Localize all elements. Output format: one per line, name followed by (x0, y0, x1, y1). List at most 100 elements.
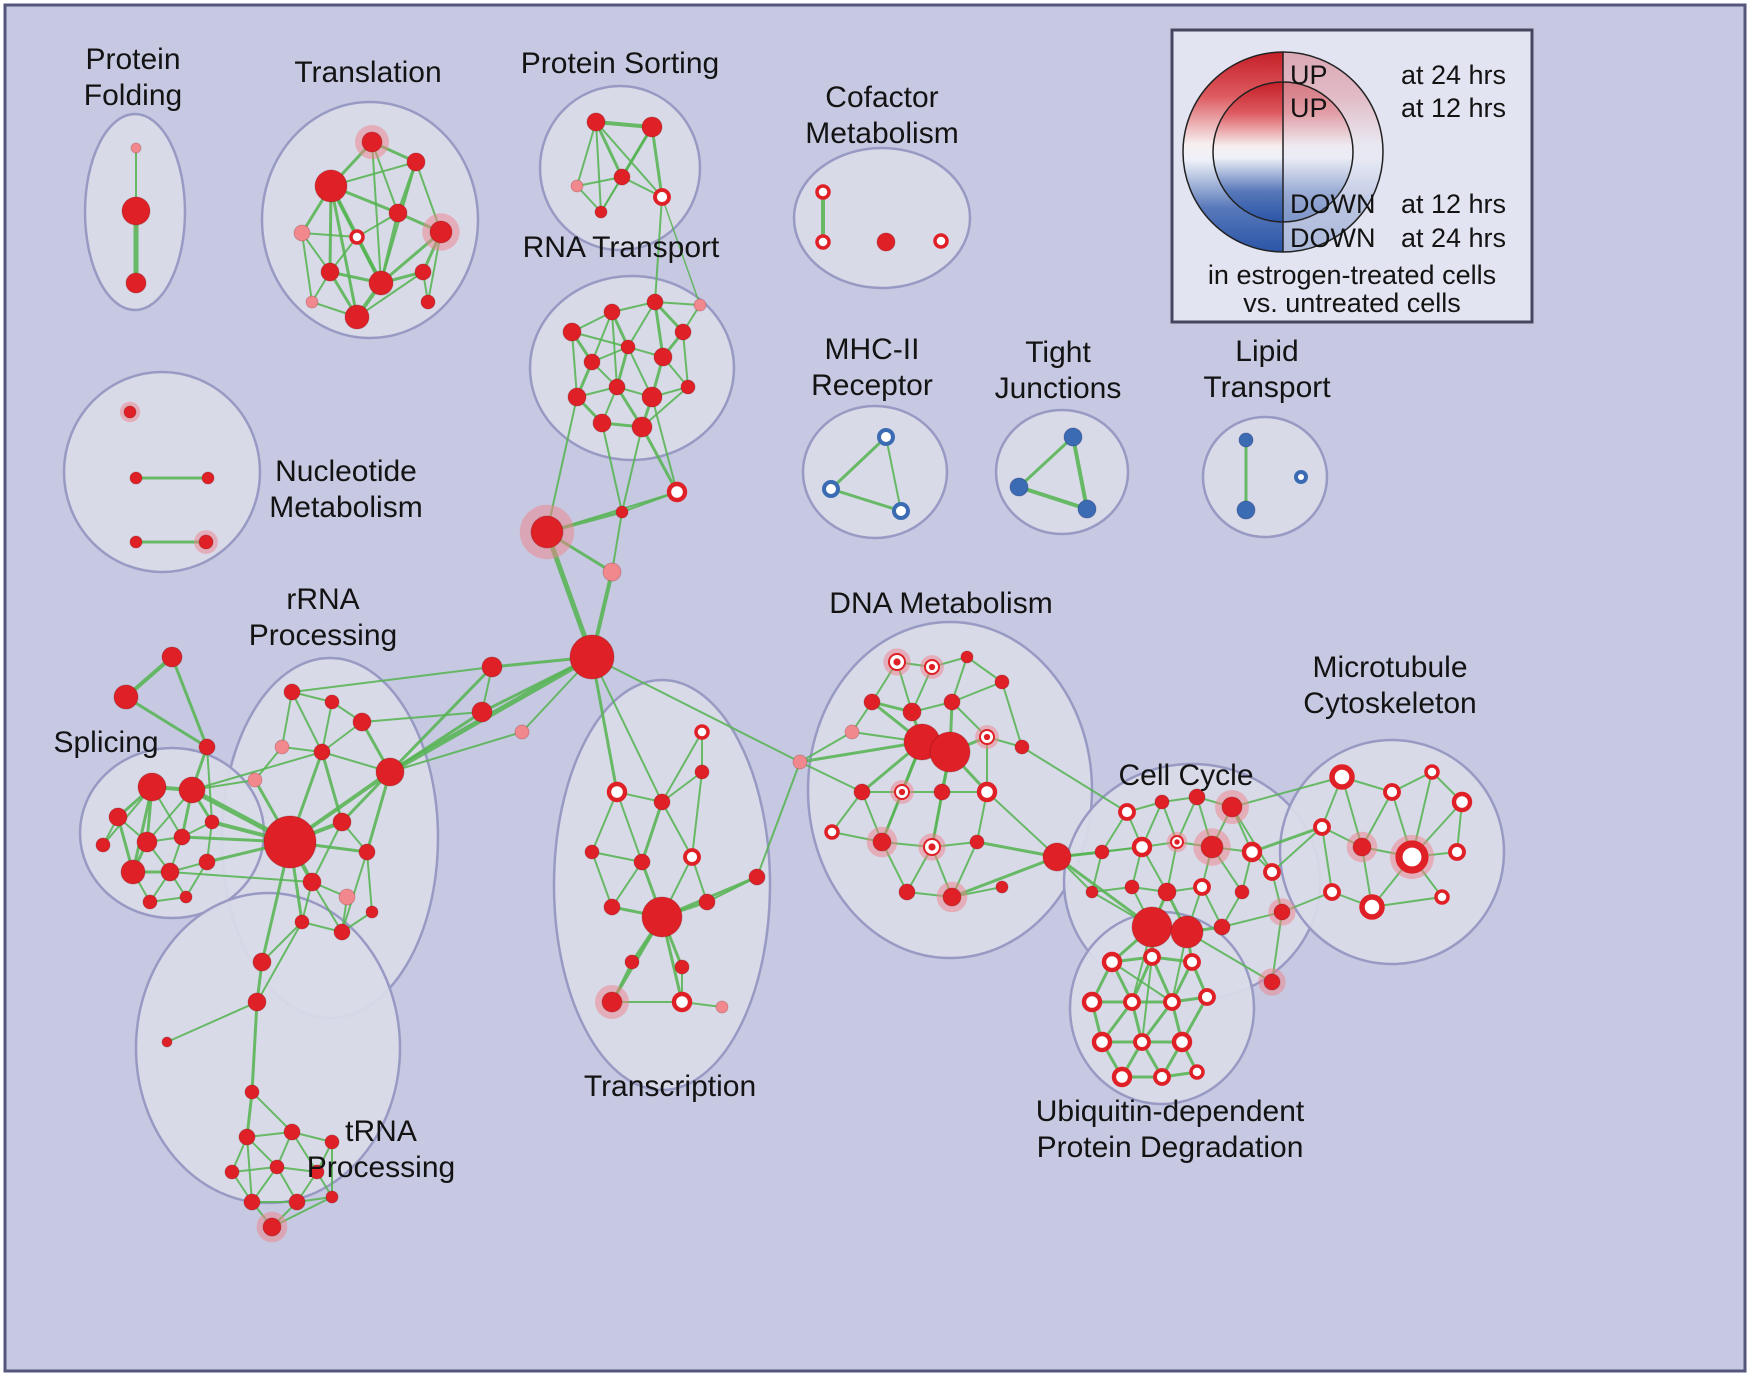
node-tl4 (293, 224, 311, 242)
node-tn13 (256, 1211, 288, 1243)
edge-tx2-tx5 (640, 800, 664, 864)
legend-up-24-word: UP (1290, 60, 1328, 90)
node-rt6 (620, 339, 636, 355)
node-cm2 (815, 234, 831, 250)
node-st1 (161, 646, 183, 668)
node-sp7 (120, 859, 146, 885)
node-cc13 (1193, 878, 1211, 896)
node-lt2 (1236, 500, 1256, 520)
node-cc15 (1131, 906, 1173, 948)
edge-mid1-rr1 (291, 666, 493, 693)
node-cc19 (1268, 898, 1296, 926)
node-rt4 (674, 323, 692, 341)
edge-mid2-rr3 (361, 711, 483, 723)
legend-inner-half-disc (1213, 82, 1283, 222)
node-rr8 (332, 812, 352, 832)
edge-layer (102, 120, 1463, 1228)
node-ub4 (1081, 991, 1103, 1013)
node-tx9 (698, 893, 716, 911)
node-dm1 (844, 724, 860, 740)
edge-tx3-tx6 (691, 771, 703, 858)
node-mc6 (1346, 831, 1378, 863)
cluster-label-cell-cycle: Cell Cycle (1118, 759, 1253, 792)
legend: UP at 24 hrs UP at 12 hrs DOWN at 12 hrs… (1170, 28, 1534, 324)
node-dm22 (936, 881, 968, 913)
edge-rt4-rt11 (682, 331, 689, 388)
node-tx11 (674, 959, 690, 975)
edge-rr4-rr16 (254, 746, 283, 781)
edge-rr8-rr10 (311, 821, 343, 883)
node-cc8 (1193, 828, 1231, 866)
node-rt14 (693, 298, 707, 312)
node-sp3 (108, 807, 128, 827)
cluster-ellipse-protein-sorting (538, 84, 702, 252)
legend-down-24-time: at 24 hrs (1401, 223, 1506, 253)
edge-tx5-tx7 (611, 861, 643, 908)
edge-tn7-tn8 (231, 1166, 278, 1173)
node-cc12 (1157, 882, 1177, 902)
node-tn12 (325, 1190, 339, 1204)
node-tx14 (715, 1000, 729, 1014)
node-rt9 (608, 378, 626, 396)
node-mc3 (1424, 764, 1440, 780)
edge-rt2-rt9 (611, 311, 618, 388)
node-rt8 (567, 387, 587, 407)
cluster-ellipse-tight-junctions (994, 408, 1130, 536)
node-tx16 (694, 724, 710, 740)
node-tx10 (624, 954, 640, 970)
node-ub10 (1171, 1031, 1193, 1053)
node-tn11 (288, 1193, 306, 1211)
node-rr14 (365, 905, 379, 919)
edge-sp8-rr10 (169, 871, 313, 883)
edge-cc16-ubx (1186, 931, 1273, 983)
node-cc3 (1188, 788, 1206, 806)
node-tl5 (349, 229, 365, 245)
edge-st1-st3 (170, 655, 209, 749)
edge-tx4-tx7 (591, 851, 613, 908)
legend-caption-line-1: in estrogen-treated cells (1208, 260, 1496, 290)
node-tn6 (324, 1134, 340, 1150)
edge-hub-bg1 (591, 656, 801, 763)
node-cc4 (1215, 790, 1249, 824)
node-ch3 (519, 504, 575, 560)
node-rt13 (631, 416, 653, 438)
edge-ps1-ps4 (594, 120, 624, 179)
node-dm16 (976, 781, 998, 803)
node-ch4 (602, 562, 622, 582)
node-tj1 (1063, 427, 1083, 447)
edge-cc9-mc5 (1250, 825, 1324, 854)
node-layer (95, 112, 1473, 1243)
node-st3 (198, 738, 216, 756)
node-tn7 (224, 1164, 240, 1180)
cluster-ellipse-lipid-transport (1201, 415, 1329, 539)
edge-bg1-dm1 (799, 731, 853, 763)
edge-cc18-mc5 (1271, 826, 1323, 873)
node-rr6 (375, 757, 405, 787)
cluster-label-protein-sorting: Protein Sorting (521, 47, 719, 80)
node-ps4 (613, 168, 631, 186)
edge-dm13-dm17 (831, 791, 863, 833)
edge-tj1-tj2 (1017, 435, 1075, 489)
node-tl10 (414, 263, 432, 281)
edge-tl10-tl11 (356, 271, 424, 318)
node-tl11 (344, 304, 370, 330)
edge-tx1-tx4 (591, 791, 618, 853)
node-tx6 (683, 848, 701, 866)
node-rr4 (274, 739, 290, 755)
node-dm15 (933, 783, 951, 801)
node-tn9 (309, 1164, 325, 1180)
node-hub (569, 634, 615, 680)
node-ps2 (641, 116, 663, 138)
node-bg1 (792, 754, 808, 770)
node-mc10 (1359, 894, 1385, 920)
node-sp4 (136, 831, 158, 853)
node-cc0 (1042, 842, 1072, 872)
node-dm13 (853, 783, 871, 801)
node-cc10 (1085, 885, 1099, 899)
node-dm17 (824, 824, 840, 840)
